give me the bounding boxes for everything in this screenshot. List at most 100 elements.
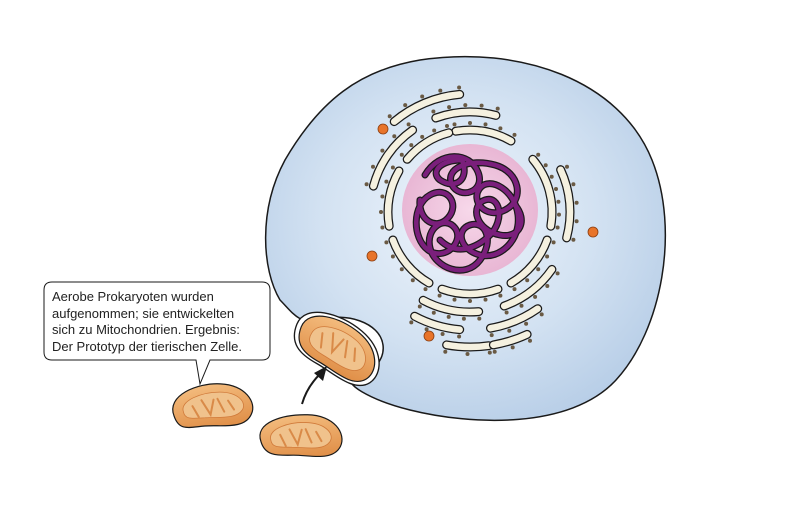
ribosome (380, 225, 385, 230)
callout-bubble (43, 281, 271, 386)
callout-line: Aerobe Prokaryoten wurden (52, 289, 214, 304)
ribosome (406, 122, 411, 127)
ribosome (440, 332, 445, 336)
ribosome (492, 349, 497, 354)
callout-text: Aerobe Prokaryoten wurden aufgenommen; s… (44, 282, 270, 360)
ribosome (399, 267, 404, 272)
ribosome (528, 338, 532, 343)
er-cisterna-fill (507, 236, 551, 287)
ribosome (463, 103, 468, 108)
ribosome (545, 284, 550, 288)
ribosomes (364, 85, 579, 356)
ribosome (384, 179, 389, 184)
ribosome (432, 128, 437, 133)
ribosome (409, 320, 414, 325)
er-cisterna-fill (389, 236, 433, 287)
ribosome (468, 121, 472, 125)
er-cisterna-fill (419, 297, 482, 316)
ribosome (457, 85, 462, 90)
ribosome (431, 310, 436, 315)
er-cisterna-fill (529, 156, 556, 230)
callout-line: Der Prototyp der tierischen Zelle. (52, 338, 243, 354)
ribosome (510, 345, 515, 350)
er-cisterna-fill (557, 166, 574, 242)
er-cisterna-fill (384, 167, 403, 230)
ribosome (380, 194, 385, 199)
engulf-arrow (301, 366, 327, 405)
ribosome (519, 303, 524, 308)
ribosome (555, 225, 560, 230)
ribosome (543, 163, 548, 168)
ribosome (420, 134, 425, 139)
er-cisterna-fill (438, 285, 502, 298)
ribosome (555, 271, 560, 276)
er-cisterna-fill (370, 126, 416, 190)
ribosome (390, 254, 395, 259)
ribosome (399, 152, 404, 157)
ribosome (447, 105, 452, 110)
ribosome (574, 200, 579, 205)
callout-line: aufgenommen; sie entwickelten (52, 305, 235, 321)
ribosome (536, 152, 541, 157)
ribosome (504, 310, 509, 315)
ribosome (512, 287, 517, 292)
ribosome (452, 122, 457, 127)
ribosome (495, 106, 500, 111)
ribosome (387, 114, 392, 119)
ribosome (364, 182, 369, 187)
ribosome (477, 316, 482, 321)
ribosome (403, 103, 408, 108)
ribosome (498, 293, 503, 298)
ribosome (483, 297, 488, 302)
ribosome (371, 164, 375, 169)
callout-line: sich zu Mitochondrien. Ergebnis: (52, 322, 240, 337)
ribosome (379, 210, 383, 214)
ribosome (461, 316, 466, 321)
ribosome (545, 254, 550, 259)
ribosome (457, 334, 462, 339)
ribosome (409, 143, 414, 148)
ribosome (380, 148, 385, 153)
mitochondrion-free (259, 414, 343, 458)
ribosome (554, 187, 558, 191)
mitochondrion-engulfed (293, 311, 380, 387)
vesicle (423, 330, 435, 342)
ribosome (410, 278, 415, 283)
ribosome (536, 267, 541, 272)
ribosome (489, 333, 494, 338)
ribosome (565, 164, 569, 169)
ribosome (539, 312, 544, 317)
ribosome (571, 182, 576, 187)
er-cisterna-fill (487, 305, 541, 332)
ribosome (437, 293, 442, 298)
ribosome (431, 109, 436, 114)
ribosome (557, 212, 561, 217)
er-cisterna-fill (403, 129, 453, 163)
ribosome (390, 165, 395, 170)
er-cisterna-fill (411, 312, 463, 333)
ribosome (417, 304, 422, 309)
mitochondrion-free (172, 383, 254, 429)
ribosome (525, 278, 530, 283)
ribosome (465, 352, 470, 356)
er-cisterna-fill (452, 126, 515, 145)
ribosome (424, 327, 429, 332)
ribosome (438, 88, 443, 93)
ribosome (533, 294, 538, 299)
ribosome (507, 328, 512, 333)
ribosome (384, 240, 389, 245)
vesicle (377, 123, 389, 135)
ribosome (549, 174, 554, 179)
ribosome (571, 237, 576, 242)
ribosome (487, 350, 492, 355)
er-cisterna-fill (390, 91, 463, 125)
ribosome (574, 219, 579, 224)
ribosome (445, 124, 449, 128)
er-cisterna-fill (490, 331, 531, 349)
endoplasmic-reticulum-fill (368, 89, 575, 352)
ribosome (498, 126, 503, 131)
ribosome (420, 94, 425, 99)
ribosome (524, 321, 529, 326)
ribosome (452, 297, 457, 302)
